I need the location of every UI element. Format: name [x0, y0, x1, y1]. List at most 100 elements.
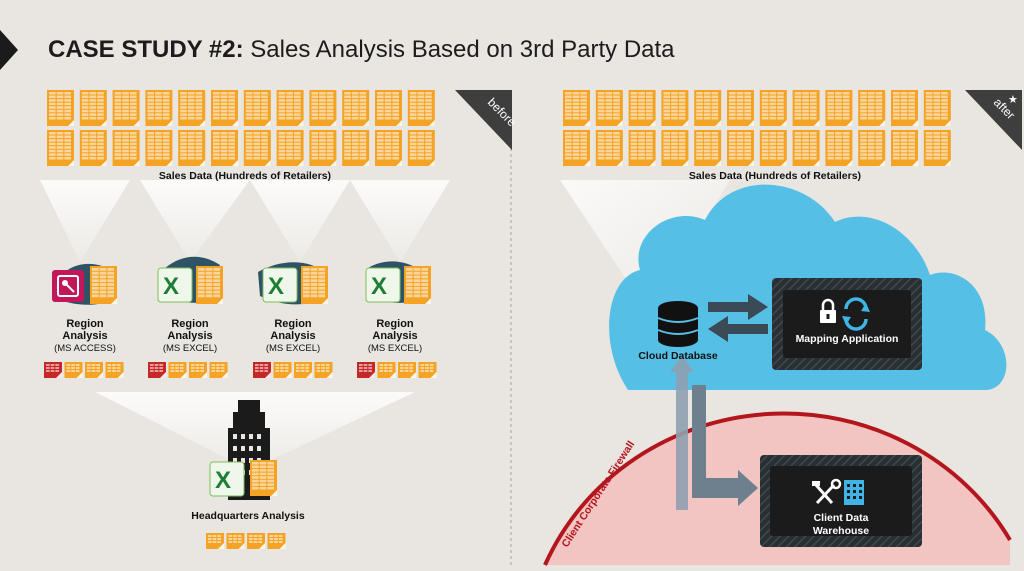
sales-doc-icon: [309, 130, 337, 166]
sales-doc-icon: [792, 130, 820, 166]
region-title: Region: [66, 318, 104, 330]
client-data-warehouse-label: Client Data Warehouse: [770, 512, 912, 538]
sales-doc-icon: [342, 130, 370, 166]
region-title: Region: [171, 318, 209, 330]
sales-doc-icon: [661, 90, 689, 126]
small-doc-red-icon: [44, 362, 62, 378]
after-star-icon: ★: [1008, 94, 1018, 106]
region-analysis-2: Region Analysis (MS EXCEL): [135, 318, 245, 355]
sales-doc-icon: [563, 90, 590, 126]
sales-doc-icon: [759, 90, 787, 126]
ms-excel-icon: X: [209, 461, 245, 497]
small-doc-icon: [64, 362, 83, 378]
lock-icon: [820, 298, 836, 323]
tools-icon: [812, 478, 842, 505]
ms-excel-icon: X: [262, 267, 298, 303]
ms-access-icon: [52, 270, 84, 302]
sales-doc-icon: [923, 130, 951, 166]
sales-doc-icon: [694, 90, 722, 126]
sales-doc-icon: [79, 90, 107, 126]
sales-doc-icon: [923, 90, 951, 126]
small-doc-icon: [105, 362, 124, 378]
region-sales-doc-icon: [301, 266, 328, 304]
region-analysis-1: Region Analysis (MS ACCESS): [30, 318, 140, 355]
region-title-2: Analysis: [62, 330, 108, 342]
sales-docs-left: [47, 90, 435, 166]
svg-text:X: X: [215, 467, 231, 494]
sales-doc-icon: [211, 90, 238, 126]
sales-doc-icon: [178, 90, 206, 126]
sales-doc-icon: [727, 130, 754, 166]
svg-text:X: X: [371, 273, 387, 300]
sales-data-label-after: Sales Data (Hundreds of Retailers): [688, 170, 862, 182]
sales-doc-icon: [858, 130, 886, 166]
before-tag: [455, 90, 512, 150]
warehouse-label-line2: Warehouse: [812, 525, 870, 537]
region-sales-doc-icon: [90, 266, 117, 304]
sales-doc-icon: [112, 130, 140, 166]
sales-docs-right: [563, 90, 951, 166]
sales-doc-icon: [47, 130, 74, 166]
small-doc-icon: [273, 362, 292, 378]
mapping-application-label: Mapping Application: [795, 333, 899, 345]
region-title: Region: [376, 318, 414, 330]
sales-doc-icon: [407, 90, 435, 126]
database-icon: [657, 301, 699, 347]
region-sales-doc-icon: [404, 266, 431, 304]
page-title: CASE STUDY #2: Sales Analysis Based on 3…: [48, 36, 675, 64]
sales-doc-icon: [563, 130, 590, 166]
sales-doc-icon: [595, 130, 623, 166]
ms-excel-icon: X: [157, 267, 193, 303]
building-file-icon: [844, 480, 864, 505]
cloud-database-label: Cloud Database: [638, 350, 718, 362]
sales-doc-icon: [211, 130, 238, 166]
svg-text:X: X: [163, 273, 179, 300]
sales-doc-icon: [891, 90, 918, 126]
sales-data-label-before: Sales Data (Hundreds of Retailers): [158, 170, 332, 182]
warehouse-label-line1: Client Data: [813, 512, 869, 524]
after-tag: [965, 90, 1022, 150]
region-sales-doc-icon: [196, 266, 223, 304]
small-doc-icon: [314, 362, 333, 378]
sales-doc-icon: [243, 90, 271, 126]
sales-doc-icon: [628, 90, 656, 126]
hq-analysis-label: Headquarters Analysis: [191, 510, 305, 522]
sales-doc-icon: [145, 130, 173, 166]
client-data-warehouse-box: [760, 455, 922, 547]
title-chevron: [0, 30, 18, 70]
title-rest: Sales Analysis Based on 3rd Party Data: [243, 36, 675, 63]
region-app: (MS ACCESS): [54, 343, 116, 354]
small-doc-icon: [418, 362, 437, 378]
sales-doc-icon: [276, 130, 304, 166]
small-doc-icon: [206, 533, 224, 549]
sales-doc-icon: [47, 90, 74, 126]
region-analysis-4: Region Analysis (MS EXCEL): [340, 318, 450, 355]
small-doc-red-icon: [357, 362, 375, 378]
small-doc-icon: [168, 362, 187, 378]
sales-doc-icon: [661, 130, 689, 166]
region-app: (MS EXCEL): [367, 343, 423, 354]
sales-doc-icon: [727, 90, 754, 126]
sales-doc-icon: [112, 90, 140, 126]
sales-doc-icon: [694, 130, 722, 166]
small-doc-icon: [85, 362, 103, 378]
region-title-2: Analysis: [270, 330, 316, 342]
small-doc-icon: [294, 362, 312, 378]
sales-doc-icon: [375, 130, 402, 166]
region-title: Region: [274, 318, 312, 330]
region-analysis-3: Region Analysis (MS EXCEL): [238, 318, 348, 355]
small-doc-icon: [267, 533, 286, 549]
sales-doc-icon: [178, 130, 206, 166]
sales-doc-icon: [595, 90, 623, 126]
small-doc-icon: [226, 533, 245, 549]
sales-doc-icon: [825, 90, 853, 126]
sales-doc-icon: [858, 90, 886, 126]
small-doc-red-icon: [148, 362, 166, 378]
refresh-icon: [842, 297, 870, 331]
small-doc-icon: [377, 362, 396, 378]
sales-doc-icon: [243, 130, 271, 166]
region-title-2: Analysis: [372, 330, 418, 342]
small-doc-icon: [189, 362, 207, 378]
sales-doc-icon: [145, 90, 173, 126]
sales-doc-icon: [825, 130, 853, 166]
